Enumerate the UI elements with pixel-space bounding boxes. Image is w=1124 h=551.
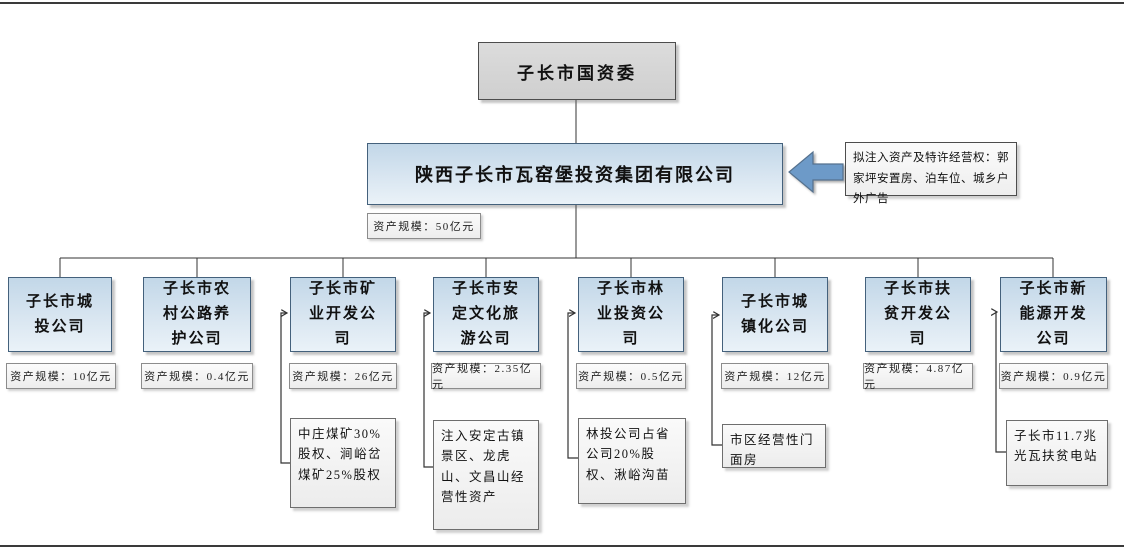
injected-asset-note-urbanization: 市区经营性门面房 <box>722 424 826 468</box>
note-elbow-arrow-forestry <box>567 313 578 459</box>
org-node-mining-development: 子长市矿业开发公司 <box>290 277 396 352</box>
org-node-poverty-alleviation: 子长市扶贫开发公司 <box>865 277 971 352</box>
asset-scale-label: 资产规模：10亿元 <box>6 363 116 389</box>
injected-asset-note-forestry: 林投公司占省公司20%股权、湫峪沟苗 <box>578 418 686 504</box>
injected-asset-note-tourism: 注入安定古镇景区、龙虎山、文昌山经营性资产 <box>433 420 539 530</box>
org-node-city-investment: 子长市城投公司 <box>8 277 112 352</box>
note-elbow-arrow-tourism <box>423 313 433 468</box>
injected-asset-note-mining: 中庄煤矿30%股权、涧峪岔煤矿25%股权 <box>290 418 396 508</box>
org-node-forestry-investment: 子长市林业投资公司 <box>578 277 684 352</box>
org-node-anding-culture-tourism: 子长市安定文化旅游公司 <box>433 277 539 352</box>
asset-scale-label-group: 资产规模：50亿元 <box>367 213 481 239</box>
note-elbow-arrow-new-energy <box>996 312 1006 453</box>
org-node-rural-road-maintenance: 子长市农村公路养护公司 <box>143 277 251 352</box>
asset-scale-label: 资产规模：12亿元 <box>721 363 829 389</box>
org-node-group-company: 陕西子长市瓦窑堡投资集团有限公司 <box>367 143 783 205</box>
asset-scale-label: 资产规模：0.5亿元 <box>576 363 686 389</box>
hierarchy-connector-lines <box>59 100 1054 277</box>
note-elbow-arrow-mining <box>280 313 290 464</box>
bottom-rule-divider <box>0 545 1124 547</box>
asset-scale-label: 资产规模：26亿元 <box>289 363 397 389</box>
org-node-sasac-root: 子长市国资委 <box>478 42 676 100</box>
asset-scale-label: 资产规模：4.87亿元 <box>863 363 973 391</box>
injection-block-arrow-icon <box>788 150 844 194</box>
asset-scale-label: 资产规模：0.9亿元 <box>999 363 1108 389</box>
top-rule-divider <box>0 2 1124 4</box>
asset-scale-label: 资产规模：2.35亿元 <box>431 363 541 391</box>
org-node-new-energy: 子长市新能源开发公司 <box>1000 277 1107 352</box>
org-node-urbanization: 子长市城镇化公司 <box>722 277 828 352</box>
asset-scale-label: 资产规模：0.4亿元 <box>141 363 253 389</box>
note-elbow-arrow-urbanization <box>711 315 722 446</box>
injected-asset-note-new-energy: 子长市11.7兆光瓦扶贫电站 <box>1006 420 1108 486</box>
injection-note-callout: 拟注入资产及特许经营权：郭家坪安置房、泊车位、城乡户外广告 <box>845 142 1017 205</box>
